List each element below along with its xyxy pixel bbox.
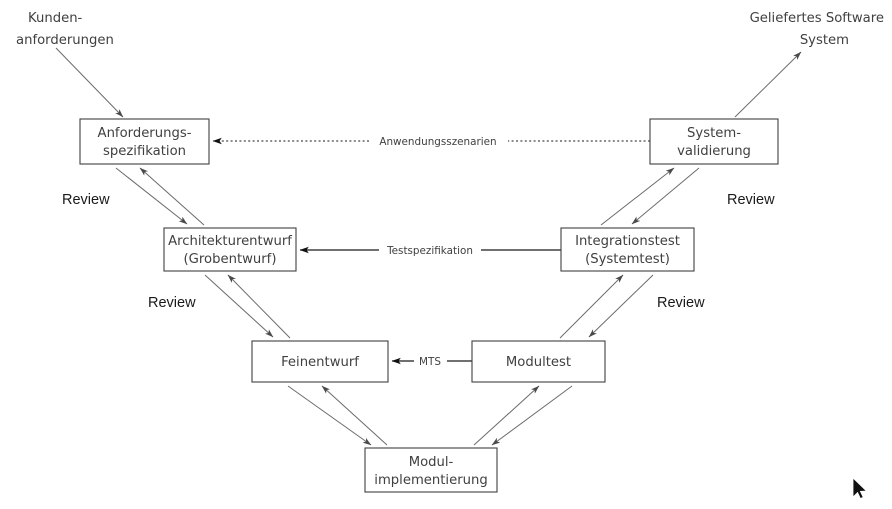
box-modulimplementierung-line2: implementierung <box>374 473 487 488</box>
box-feinentwurf[interactable]: Feinentwurf <box>251 340 389 383</box>
process-boxes: Anforderungs- spezifikation System- vali… <box>79 118 779 493</box>
box-architekturentwurf-line1: Architekturentwurf <box>168 234 292 249</box>
box-anforderungsspezifikation-line2: spezifikation <box>103 144 186 159</box>
box-modultest-rect <box>471 340 606 383</box>
right-branch-arrows <box>473 167 700 446</box>
label-geliefertes-software-system-line1: Geliefertes Software <box>750 11 884 26</box>
box-systemvalidierung-line2: validierung <box>677 144 751 159</box>
arrow-feinentwurf-to-modulimplementierung <box>287 385 372 446</box>
box-anforderungsspezifikation[interactable]: Anforderungs- spezifikation <box>79 118 210 165</box>
arrow-architektur-to-feinentwurf <box>204 274 274 338</box>
review-label-right-lower: Review <box>657 295 705 311</box>
review-label-right-upper: Review <box>727 192 775 208</box>
review-labels: Review Review Review Review <box>62 192 775 311</box>
box-architekturentwurf-line2: (Grobentwurf) <box>184 252 277 267</box>
cross-links <box>212 137 650 365</box>
box-anforderungsspezifikation-rect <box>79 118 210 165</box>
box-modulimplementierung-rect <box>364 447 498 493</box>
box-integrationstest-line1: Integrationstest <box>575 234 680 249</box>
edge-labels: Anwendungsszenarien Testspezifikation MT… <box>379 136 496 368</box>
label-geliefertes-software-system-line2: System <box>800 33 849 48</box>
box-modulimplementierung[interactable]: Modul- implementierung <box>364 447 498 493</box>
io-arrows <box>55 47 802 118</box>
box-architekturentwurf-rect <box>163 227 297 272</box>
box-integrationstest[interactable]: Integrationstest (Systemtest) <box>560 227 695 272</box>
box-integrationstest-rect <box>560 227 695 272</box>
arrow-integrationstest-to-modultest <box>588 274 654 338</box>
label-kundenanforderungen-line2: anforderungen <box>16 33 114 48</box>
box-systemvalidierung-rect <box>649 118 779 165</box>
arrow-modulimplementierung-to-feinentwurf <box>321 385 388 446</box>
box-systemvalidierung[interactable]: System- validierung <box>649 118 779 165</box>
box-anforderungsspezifikation-line1: Anforderungs- <box>98 126 192 141</box>
left-branch-arrows <box>115 167 388 446</box>
external-labels: Kunden- anforderungen Geliefertes Softwa… <box>16 11 884 48</box>
box-modultest-line1: Modultest <box>506 355 571 370</box>
arrow-kunden-to-anforderungsspezifikation <box>55 47 124 118</box>
review-label-left-upper: Review <box>62 192 110 208</box>
box-integrationstest-line2: (Systemtest) <box>585 252 670 267</box>
arrow-systemvalidierung-to-integrationstest <box>631 167 700 225</box>
arrow-architektur-to-anforderung <box>139 167 205 226</box>
edge-label-anwendungsszenarien: Anwendungsszenarien <box>379 136 496 148</box>
arrow-anforderung-to-architektur <box>115 167 188 225</box>
box-architekturentwurf[interactable]: Architekturentwurf (Grobentwurf) <box>163 227 297 272</box>
review-label-left-lower: Review <box>148 295 196 311</box>
edge-label-mts: MTS <box>419 356 441 368</box>
label-kundenanforderungen-line1: Kunden- <box>28 11 83 26</box>
box-feinentwurf-line1: Feinentwurf <box>281 355 359 370</box>
box-modultest[interactable]: Modultest <box>471 340 606 383</box>
arrow-modultest-to-integrationstest <box>559 274 624 339</box>
arrow-integrationstest-to-systemvalidierung <box>600 167 675 226</box>
arrow-systemvalidierung-to-geliefertes-system <box>734 51 802 118</box>
box-systemvalidierung-line1: System- <box>687 126 741 141</box>
edge-label-testspezifikation: Testspezifikation <box>386 245 473 257</box>
box-feinentwurf-rect <box>251 340 389 383</box>
arrow-modultest-to-modulimplementierung <box>491 385 573 446</box>
box-modulimplementierung-line1: Modul- <box>409 455 454 470</box>
arrow-modulimplementierung-to-modultest <box>473 385 540 446</box>
arrow-feinentwurf-to-architektur <box>227 274 291 339</box>
mouse-pointer-icon <box>852 477 868 500</box>
